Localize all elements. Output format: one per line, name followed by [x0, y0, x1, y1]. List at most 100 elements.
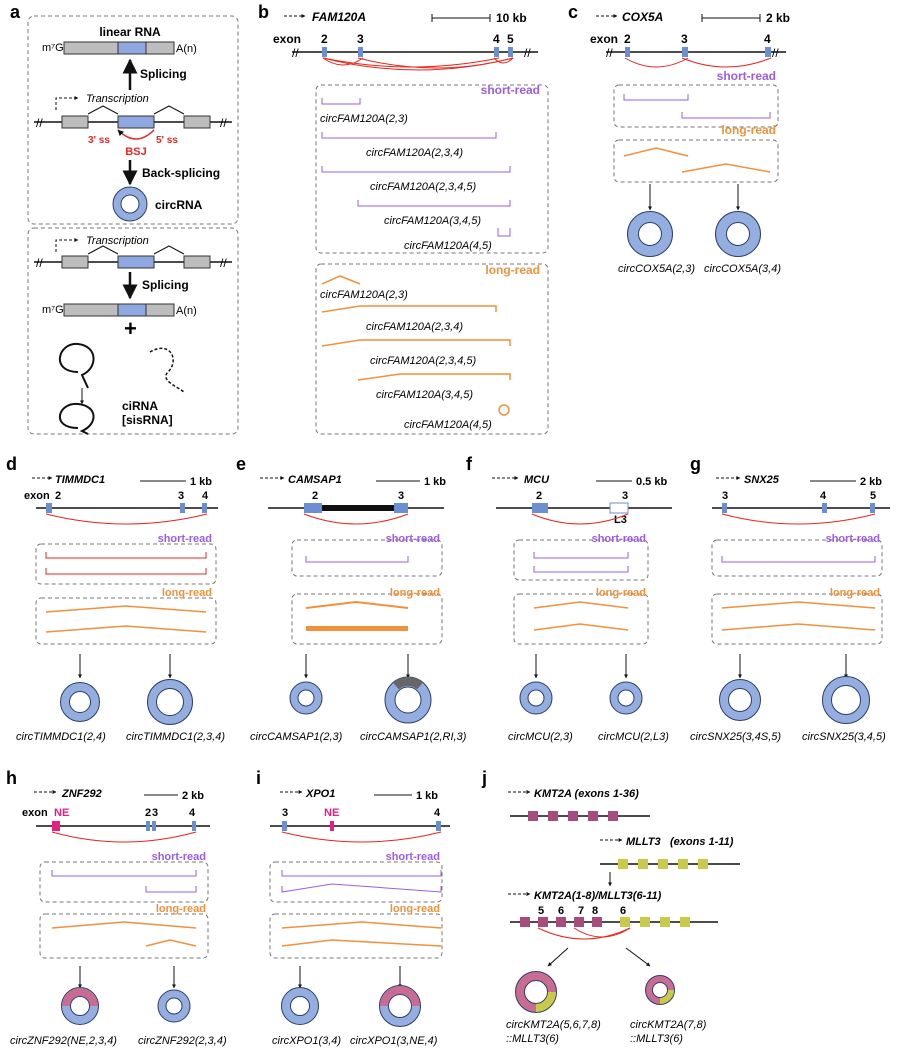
short-read-box [613, 84, 779, 128]
circ-name: circFAM120A(4,5) [404, 240, 492, 252]
short-read-label: short-read [826, 533, 880, 545]
break-mark: // [606, 46, 613, 60]
long-read-box [513, 593, 649, 645]
short-read-box [513, 539, 649, 581]
exon-number: 8 [592, 905, 598, 917]
novel-exon-segment [62, 988, 98, 1007]
read-track [321, 339, 511, 347]
cirna-label: ciRNA [122, 399, 158, 413]
gene-name: COX5A [622, 10, 663, 24]
mllt3-exon [660, 917, 670, 927]
bsj-arc [51, 831, 197, 843]
kmt2a-exon [538, 917, 548, 927]
circrna-ring [610, 682, 642, 714]
exon-box [282, 821, 287, 831]
exon-box [358, 47, 363, 57]
plus-sign: + [124, 316, 137, 341]
panel-g: g SNX25 2 kb 3 4 5 short-read long-read … [690, 454, 890, 743]
kmt2a-exon [592, 917, 602, 927]
circrna-ring [628, 212, 672, 256]
exon-box [394, 503, 408, 513]
read-track [281, 939, 442, 947]
intron-splice [87, 245, 119, 255]
exon-number: 3 [152, 807, 158, 819]
kmt2a-exon [556, 917, 566, 927]
read-track [45, 568, 207, 575]
panel-a-bottom-box [27, 227, 239, 435]
scale-label: 1 kb [190, 476, 212, 488]
gene-name: KMT2A (exons 1-36) [534, 788, 639, 800]
intron-splice [87, 105, 119, 115]
mllt3-exon [638, 859, 648, 869]
exon-number: 5 [870, 490, 876, 502]
scale-label: 1 kb [424, 476, 446, 488]
read-track [281, 921, 442, 929]
mllt3-exon [658, 859, 668, 869]
exon-number: 3 [178, 490, 184, 502]
exon-box [436, 821, 441, 831]
panel-letter: j [481, 768, 487, 788]
long-read-box [35, 597, 217, 645]
gene-exon [61, 115, 89, 129]
gene-name: MLLT3 [626, 836, 661, 848]
retained-intron-segment [393, 676, 423, 690]
circrna-label: circRNA [155, 198, 203, 212]
circ-name: ::MLLT3(6) [506, 1033, 559, 1045]
short-read-box [269, 861, 443, 903]
scale-label: 10 kb [496, 11, 527, 25]
read-track [45, 605, 207, 613]
scale-label: 2 kb [860, 476, 882, 488]
kmt2a-exon [608, 811, 618, 821]
gene-name: MCU [524, 474, 550, 486]
kmt2a-exon [548, 811, 558, 821]
transcription-arrow [55, 238, 79, 252]
short-read-box [315, 84, 549, 254]
exon-box [870, 503, 875, 513]
exon-box [146, 821, 150, 831]
circ-name: circCAMSAP1(2,RI,3) [360, 731, 467, 743]
long-read-box [613, 139, 779, 183]
long-read-box [269, 913, 443, 959]
exon-number: 3 [282, 807, 288, 819]
break-mark: // [220, 256, 227, 270]
bsj-arc [303, 513, 409, 525]
circ-name: circFAM120A(2,3,4,5) [370, 181, 477, 193]
read-track [533, 566, 629, 573]
mllt3-segment [659, 989, 674, 1004]
read-track [533, 601, 629, 609]
bsj-arc [681, 57, 772, 68]
exon-label: exon [24, 490, 50, 502]
exon-number: 3 [722, 490, 728, 502]
read-track [51, 870, 197, 877]
scale-label: 1 kb [416, 790, 438, 802]
exon-box [322, 47, 327, 57]
panel-letter: b [258, 2, 269, 22]
novel-exon-box [330, 821, 334, 831]
panel-letter: g [690, 454, 701, 474]
exon-box [152, 821, 156, 831]
bsj-arc [322, 57, 364, 66]
panel-letter: e [236, 454, 246, 474]
short-read-label: short-read [386, 851, 440, 863]
scale-label: 2 kb [766, 11, 790, 25]
read-track [321, 98, 361, 105]
exon-number: 3 [398, 490, 404, 502]
kmt2a-exon [568, 811, 578, 821]
backsplice-arc [117, 129, 155, 140]
panel-h: h ZNF292 2 kb exon NE 2 3 4 short-read l… [6, 768, 227, 1047]
mature-exon [145, 303, 175, 317]
gene-name: TIMMDC1 [55, 474, 105, 486]
bsj-arc [537, 927, 631, 940]
panel-a: a linear RNA m⁷G A(n) Splicing Transcrip… [10, 2, 239, 435]
circrna-ring [520, 682, 552, 714]
circ-name: circCOX5A(3,4) [704, 263, 781, 275]
circ-name: circFAM120A(3,4,5) [376, 389, 473, 401]
short-read-box [291, 539, 443, 577]
exon-number: 4 [820, 490, 827, 502]
exon-number: L3 [614, 514, 627, 526]
short-read-label: short-read [592, 533, 646, 545]
splicing-label: Splicing [140, 67, 187, 81]
read-track [721, 601, 876, 609]
scale-label: 2 kb [182, 790, 204, 802]
exon-box [822, 503, 827, 513]
